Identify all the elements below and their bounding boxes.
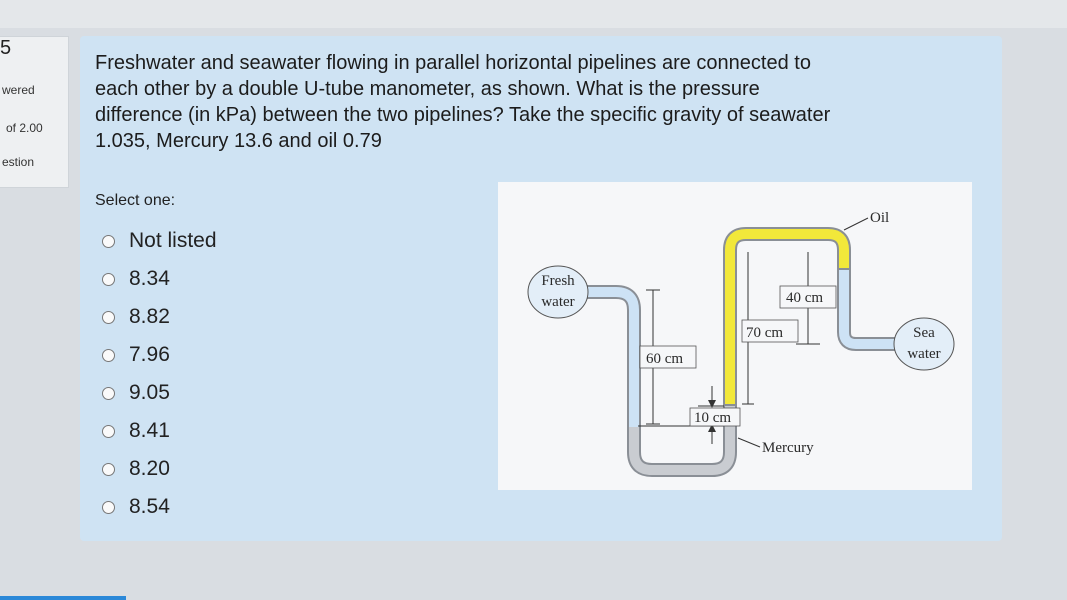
- answer-option-label: 8.20: [129, 457, 170, 480]
- question-line: Freshwater and seawater flowing in paral…: [95, 52, 811, 74]
- radio-button[interactable]: [102, 348, 115, 362]
- manometer-diagram: Fresh water Sea water Oil Mercury 60 cm: [527, 210, 955, 477]
- question-marks: of 2.00: [6, 121, 43, 135]
- answer-status: wered: [2, 83, 35, 97]
- question-number: 5: [0, 37, 12, 59]
- radio-button[interactable]: [102, 386, 115, 400]
- top-strip: [0, 0, 1067, 28]
- select-one-prompt: Select one:: [95, 192, 176, 209]
- radio-button[interactable]: [102, 234, 115, 248]
- answer-option-label: 8.82: [129, 305, 170, 328]
- dim-70-label-box: [741, 319, 799, 343]
- answer-option[interactable]: 8.34: [102, 260, 217, 298]
- dim-40-label-box: [779, 285, 837, 309]
- question-line: 1.035, Mercury 13.6 and oil 0.79: [95, 130, 382, 152]
- answer-option[interactable]: 8.41: [102, 412, 217, 450]
- fresh-water-label-2: water: [541, 294, 574, 310]
- dim-70-label: 70 cm: [746, 325, 783, 341]
- sea-water-fill: [839, 270, 910, 349]
- dim-40-label: 40 cm: [786, 290, 823, 306]
- dim-60-label: 60 cm: [646, 351, 683, 367]
- sea-water-label-2: water: [907, 346, 940, 362]
- fresh-water-label-1: Fresh: [541, 273, 575, 289]
- oil-fill: [725, 229, 849, 404]
- answer-options: Not listed 8.34 8.82 7.96 9.05 8.41 8.20: [102, 222, 217, 526]
- mercury-label: Mercury: [762, 440, 814, 456]
- answer-option-label: Not listed: [129, 229, 217, 252]
- radio-button[interactable]: [102, 272, 115, 286]
- fresh-water-fill: [560, 287, 639, 438]
- fresh-water-bubble: [527, 265, 589, 319]
- question-line: each other by a double U-tube manometer,…: [95, 78, 760, 100]
- answer-option[interactable]: 8.54: [102, 488, 217, 526]
- sea-water-bubble: [893, 317, 955, 371]
- oil-label: Oil: [870, 210, 889, 226]
- radio-button[interactable]: [102, 462, 115, 476]
- oil-leader-line: [843, 217, 869, 231]
- question-panel: Freshwater and seawater flowing in paral…: [80, 36, 1002, 541]
- mercury-leader-line: [737, 437, 761, 448]
- dim-60-label-box: [639, 345, 697, 369]
- question-text: Freshwater and seawater flowing in paral…: [95, 50, 975, 154]
- manometer-figure: Fresh water Sea water Oil Mercury 60 cm: [498, 182, 972, 490]
- radio-button[interactable]: [102, 310, 115, 324]
- flag-question-link[interactable]: estion: [2, 155, 35, 169]
- answer-option[interactable]: 9.05: [102, 374, 217, 412]
- answer-option[interactable]: Not listed: [102, 222, 217, 260]
- answer-option-label: 8.41: [129, 419, 170, 442]
- bottom-accent-bar: [0, 596, 126, 600]
- answer-option-label: 8.54: [129, 495, 170, 518]
- answer-option-label: 8.34: [129, 267, 170, 290]
- dim-10-label-box: [689, 407, 741, 427]
- question-line: difference (in kPa) between the two pipe…: [95, 104, 831, 126]
- answer-option[interactable]: 8.82: [102, 298, 217, 336]
- radio-button[interactable]: [102, 424, 115, 438]
- radio-button[interactable]: [102, 500, 115, 514]
- answer-option[interactable]: 7.96: [102, 336, 217, 374]
- mercury-fill: [629, 406, 735, 475]
- question-info-panel: 5 wered of 2.00 estion: [0, 36, 69, 188]
- answer-option-label: 9.05: [129, 381, 170, 404]
- answer-option[interactable]: 8.20: [102, 450, 217, 488]
- answer-option-label: 7.96: [129, 343, 170, 366]
- sea-water-label-1: Sea: [913, 325, 935, 341]
- dim-10-label: 10 cm: [694, 410, 731, 426]
